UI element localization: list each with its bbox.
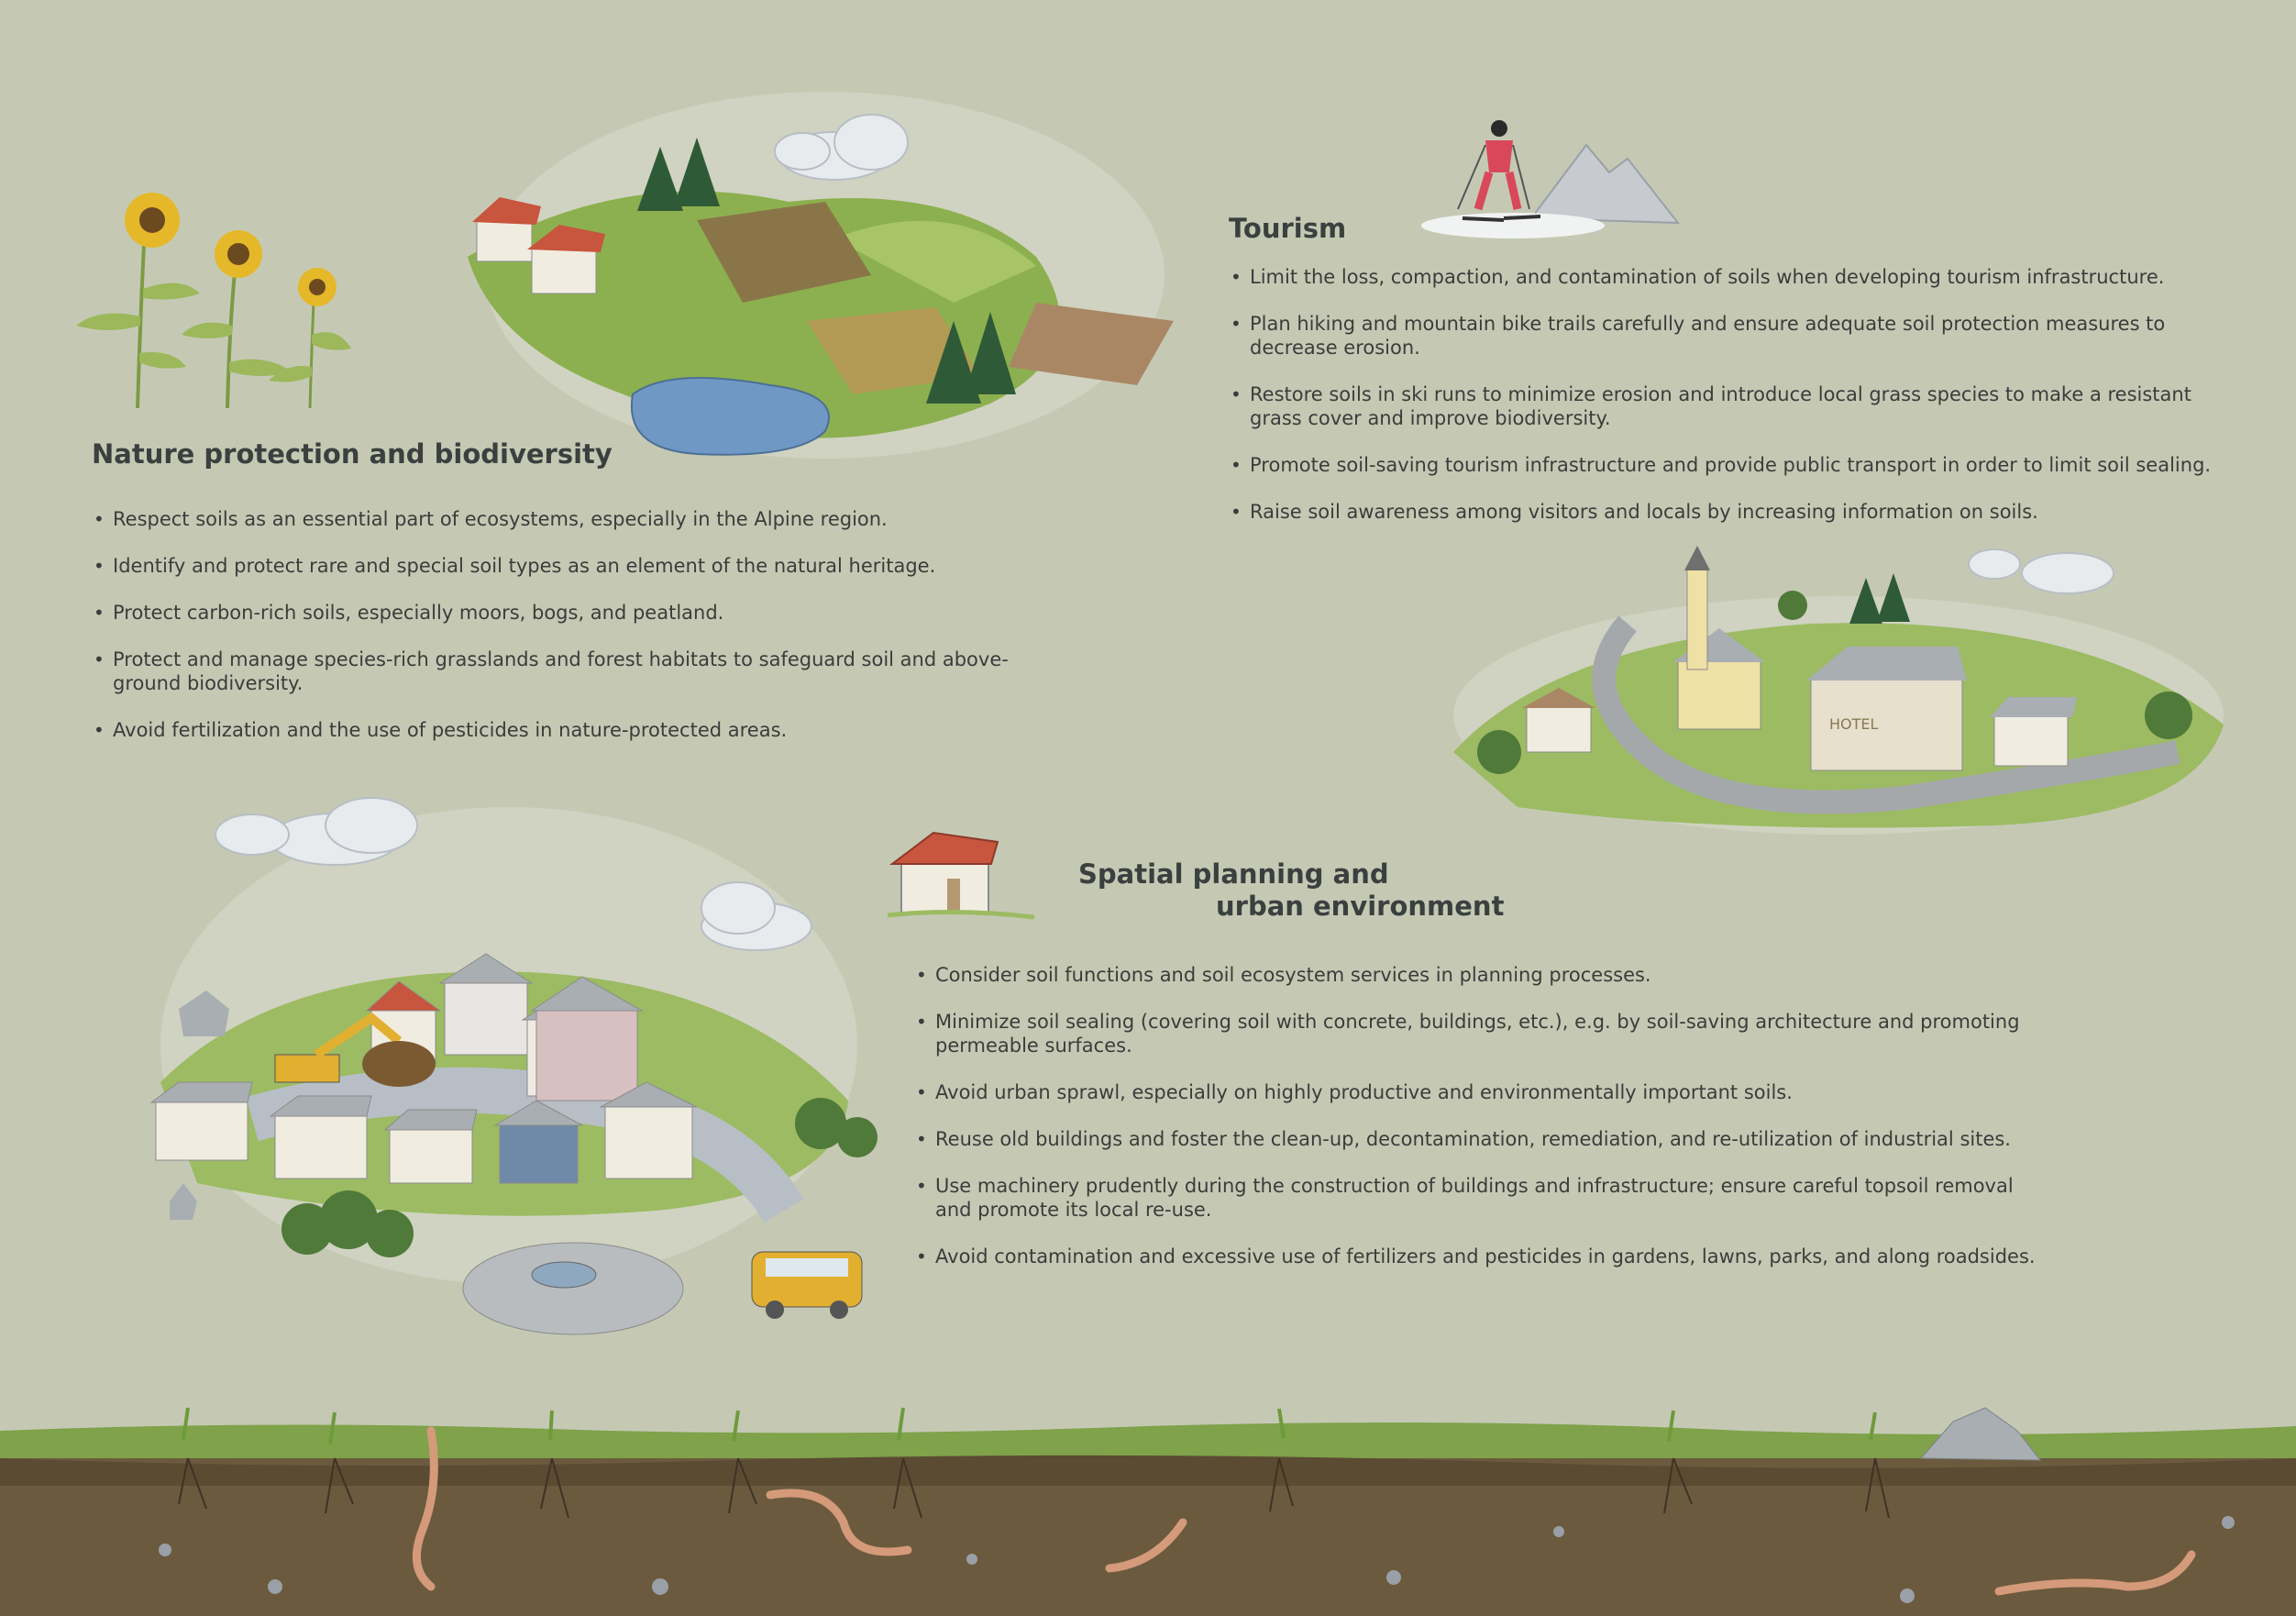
nature-heading: Nature protection and biodiversity <box>92 438 613 470</box>
skier-illustration <box>1412 117 1687 246</box>
soil-strip-illustration <box>0 1403 2296 1616</box>
hotel-sign: HOTEL <box>1829 715 1879 733</box>
spatial-heading-block: Spatial planning and urban environment <box>1078 858 1504 923</box>
house-icon <box>883 825 1039 922</box>
list-item: Reuse old buildings and foster the clean… <box>914 1127 2051 1151</box>
list-item: Raise soil awareness among visitors and … <box>1229 500 2237 524</box>
tourism-heading: Tourism <box>1229 213 1347 244</box>
spatial-section: Consider soil functions and soil ecosyst… <box>914 963 2051 1291</box>
list-item: Plan hiking and mountain bike trails car… <box>1229 312 2237 360</box>
list-item: Avoid contamination and excessive use of… <box>914 1245 2051 1268</box>
town-illustration <box>142 789 894 1348</box>
list-item: Restore soils in ski runs to minimize er… <box>1229 382 2237 430</box>
spatial-list: Consider soil functions and soil ecosyst… <box>914 963 2051 1268</box>
nature-section: Nature protection and biodiversity Respe… <box>92 438 1064 765</box>
village-hotel-illustration: HOTEL <box>1444 541 2233 844</box>
list-item: Identify and protect rare and special so… <box>92 554 1064 578</box>
spatial-heading-line1: Spatial planning and <box>1078 858 1389 890</box>
list-item: Limit the loss, compaction, and contamin… <box>1229 265 2237 289</box>
list-item: Protect carbon-rich soils, especially mo… <box>92 601 1064 625</box>
list-item: Protect and manage species-rich grasslan… <box>92 648 1064 695</box>
list-item: Promote soil-saving tourism infrastructu… <box>1229 453 2237 477</box>
tourism-section: Tourism Limit the loss, compaction, and … <box>1229 213 2237 547</box>
list-item: Consider soil functions and soil ecosyst… <box>914 963 2051 987</box>
tourism-list: Limit the loss, compaction, and contamin… <box>1229 265 2237 524</box>
list-item: Use machinery prudently during the const… <box>914 1174 2051 1222</box>
list-item: Avoid fertilization and the use of pesti… <box>92 718 1064 742</box>
spatial-heading-line2: urban environment <box>1216 890 1505 922</box>
list-item: Avoid urban sprawl, especially on highly… <box>914 1080 2051 1104</box>
list-item: Minimize soil sealing (covering soil wit… <box>914 1010 2051 1057</box>
sunflowers-illustration <box>72 188 365 413</box>
list-item: Respect soils as an essential part of ec… <box>92 507 1064 531</box>
landscape-illustration <box>440 92 1183 495</box>
nature-list: Respect soils as an essential part of ec… <box>92 507 1064 742</box>
